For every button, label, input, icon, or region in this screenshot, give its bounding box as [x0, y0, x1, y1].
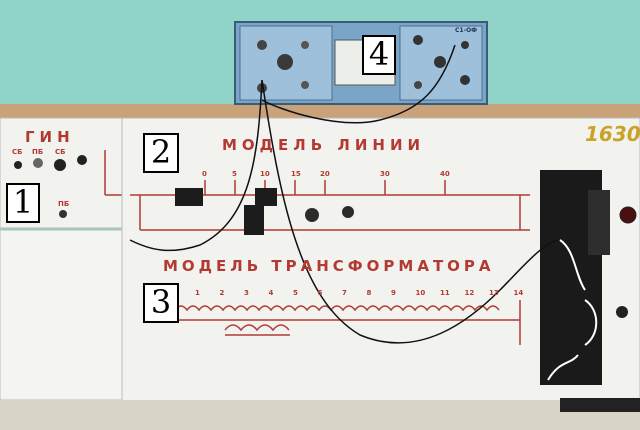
generator-title: ГИН: [25, 128, 75, 146]
gen-switch-label-1: СБ: [12, 148, 23, 156]
label-2: 2: [143, 133, 179, 173]
transformer-model-title: МОДЕЛЬ ТРАНСФОРМАТОРА: [163, 257, 495, 275]
gen-switch-label-3: СБ: [55, 148, 66, 156]
line-mark-15: 15: [291, 170, 301, 178]
label-4: 4: [362, 35, 396, 75]
line-mark-40: 40: [440, 170, 450, 178]
transformer-mark: 14: [513, 289, 524, 297]
plug-connector-c: [255, 188, 277, 206]
base-plate: [560, 398, 640, 412]
lower-left-panel: [0, 229, 133, 401]
transformer-mark: 12: [464, 289, 475, 297]
serial-number: 1630: [585, 122, 640, 146]
transformer-mark: 7: [342, 289, 347, 297]
white-wires: [547, 239, 598, 381]
plug-connector-a: [175, 188, 203, 206]
line-switch: [342, 206, 354, 218]
gen-switch-label-2: ПБ: [32, 148, 44, 156]
line-model-title: МОДЕЛЬ ЛИНИИ: [222, 136, 426, 154]
wooden-shelf: [0, 104, 640, 118]
label-3: 3: [143, 283, 179, 323]
line-mark-20: 20: [320, 170, 330, 178]
oscilloscope: [234, 21, 488, 105]
generator-controls: [14, 150, 122, 218]
floor-strip: [0, 400, 640, 430]
transformer-mark: 10: [415, 289, 426, 297]
plug-connector-b: [244, 205, 264, 235]
transformer-mark: 5: [293, 289, 298, 297]
line-mark-5: 5: [232, 170, 237, 178]
transformer-mark: 9: [391, 289, 396, 297]
transformer-mark: 11: [440, 289, 450, 297]
line-knob: [305, 208, 319, 222]
terminal-block: [540, 170, 637, 385]
gen-small-label: ПБ: [58, 200, 70, 208]
line-mark-10: 10: [260, 170, 270, 178]
transformer-mark: 4: [268, 289, 274, 297]
line-mark-0: 0: [202, 170, 207, 178]
transformer-mark: 13: [489, 289, 499, 297]
transformer-mark: 1: [195, 289, 200, 297]
label-1: 1: [6, 183, 40, 223]
line-mark-30: 30: [380, 170, 390, 178]
cables: [129, 44, 561, 344]
transformer-mark: 3: [244, 289, 249, 297]
transformer-diagram: [174, 300, 521, 345]
transformer-mark: 8: [366, 289, 372, 297]
oscilloscope-brand: С1-ОФ: [455, 27, 478, 34]
transformer-mark: 6: [317, 289, 323, 297]
transformer-mark: 2: [219, 289, 225, 297]
